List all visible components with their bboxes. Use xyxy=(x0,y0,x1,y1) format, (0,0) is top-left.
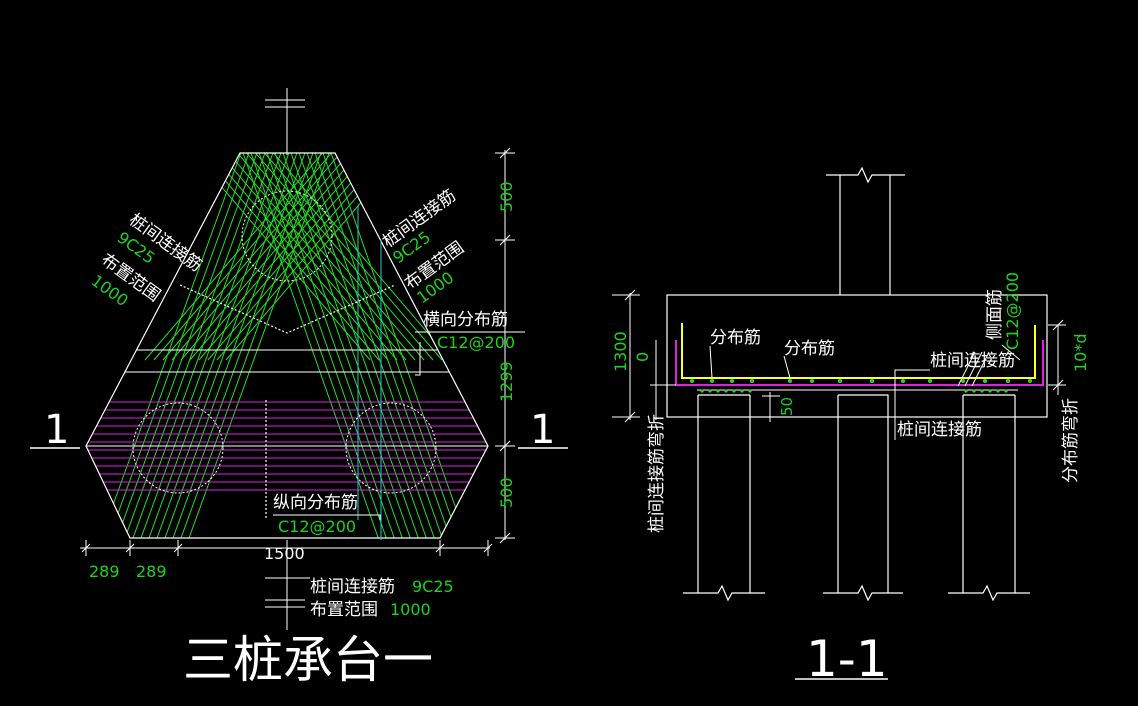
dist-rebar-lines xyxy=(86,349,488,447)
pile-circle-left xyxy=(132,402,224,494)
pile-circle-right xyxy=(345,402,437,494)
dim-section-height: 1300 xyxy=(611,331,630,372)
label-dist-bend: 分布筋弯折 xyxy=(1061,398,1081,483)
label-dist1: 分布筋 xyxy=(710,328,761,348)
dim-left2: 289 xyxy=(136,562,167,581)
dim-section-right xyxy=(1048,319,1066,395)
column xyxy=(826,166,905,295)
dim-section-hook: 10*d xyxy=(1071,333,1090,372)
label-side: 侧面筋 xyxy=(985,289,1005,340)
conn-rebar-band-right xyxy=(144,153,475,538)
section-title: 1-1 xyxy=(806,630,888,688)
plan-title: 三桩承台一 xyxy=(183,631,433,689)
label-dist2: 分布筋 xyxy=(784,339,835,359)
dim-width: 1500 xyxy=(264,544,305,563)
dim-section-cover: 50 xyxy=(778,397,796,416)
section-mark-left: 1 xyxy=(44,407,69,453)
dim-left1: 289 xyxy=(89,562,120,581)
rebar-side-yellow xyxy=(681,323,1036,379)
dim-bot: 500 xyxy=(497,477,516,508)
value-side: C12@200 xyxy=(1003,272,1022,350)
pile-cap-outline xyxy=(85,152,489,539)
value-range-bottom: 1000 xyxy=(390,600,431,619)
label-range-bottom: 布置范围 xyxy=(310,600,378,620)
section-view: 1300 0 50 10*d 分布筋 分布筋 桩间连接筋 桩间连接筋 侧面筋 C… xyxy=(611,166,1090,688)
dim-section-left xyxy=(612,289,780,423)
dim-vertical-right xyxy=(495,147,515,544)
dim-section-zero: 0 xyxy=(633,352,652,362)
label-conn-bend: 桩间连接筋弯折 xyxy=(647,414,667,533)
rebar-bottom-magenta xyxy=(675,340,1044,386)
conn-rebar-band-bottom xyxy=(86,401,488,491)
label-transverse: 横向分布筋 xyxy=(423,310,508,330)
label-conn-top: 桩间连接筋 xyxy=(930,351,1015,371)
section-cap xyxy=(666,294,1048,418)
plan-view: 1 1 500 1299 500 xyxy=(30,88,568,689)
label-longitudinal: 纵向分布筋 xyxy=(273,493,358,513)
range-marker-v xyxy=(179,284,396,334)
section-leaders xyxy=(709,344,1021,440)
value-transverse: C12@200 xyxy=(437,333,515,352)
pile-circle-top xyxy=(241,190,333,282)
value-conn-bottom: 9C25 xyxy=(412,577,454,596)
dim-top: 500 xyxy=(497,181,516,212)
dim-horizontal-bottom xyxy=(80,540,493,556)
value-longitudinal: C12@200 xyxy=(278,517,356,536)
dim-mid: 1299 xyxy=(497,361,516,402)
rebar-dots xyxy=(690,379,1032,393)
section-mark-right: 1 xyxy=(530,407,555,453)
section-piles xyxy=(683,394,1030,602)
label-conn-bottom: 桩间连接筋 xyxy=(310,577,395,597)
label-conn-mid: 桩间连接筋 xyxy=(897,420,982,440)
